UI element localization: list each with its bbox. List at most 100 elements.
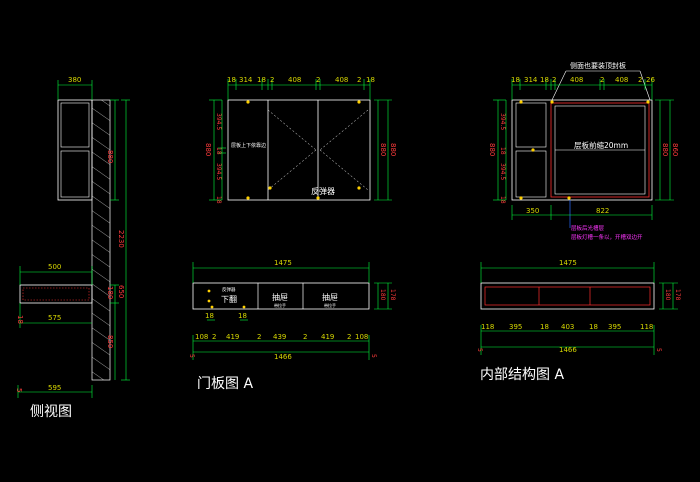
internal-lower-dim-lines — [480, 262, 678, 355]
side-dim-total-height: 2230 — [117, 230, 125, 248]
internal-dim-left-1: 394.5 — [499, 113, 506, 130]
door-lower-edge-right: 5 — [370, 354, 377, 358]
door-lower-dim-9: 108 — [355, 333, 368, 341]
door-upper-cabinet — [227, 99, 371, 201]
door-dim-top-1: 18 — [227, 76, 236, 84]
internal-left-upper-cell — [515, 102, 547, 148]
door-top-dims: 18 314 18 2 408 2 408 2 18 — [227, 76, 375, 84]
side-dim-top-width: 380 — [68, 76, 81, 84]
internal-upper-cabinet — [511, 99, 653, 201]
internal-lower-right-dim-2: 178 — [674, 289, 681, 301]
door-lower-bottom-dims: 108 2 419 2 439 2 419 2 108 — [195, 333, 368, 341]
door-drawer-2-label: 抽屉 — [322, 292, 338, 302]
door-dim-left-1: 394.5 — [215, 113, 222, 130]
wall-hatch — [91, 99, 111, 381]
internal-shelf-label: 层板前缩20mm — [574, 140, 628, 150]
door-dim-top-7: 408 — [335, 76, 348, 84]
door-lower-dim-4: 2 — [257, 333, 261, 341]
door-lower-dim-1: 108 — [195, 333, 208, 341]
internal-lower-dim-7: 118 — [640, 323, 653, 331]
internal-dim-right-total: 880 — [661, 143, 669, 156]
side-dim-base-depth: 595 — [48, 384, 61, 392]
door-view-title: 门板图 A — [197, 376, 253, 392]
door-lower-small-dim-2: 18 — [238, 312, 247, 320]
internal-dim-top-1: 18 — [511, 76, 520, 84]
door-dim-left-3: 394.5 — [215, 163, 222, 180]
side-counter-panel — [22, 287, 90, 301]
internal-lower-total-dim: 1466 — [559, 346, 577, 354]
door-dim-left-2: 18 — [215, 147, 222, 155]
internal-note-bottom-1: 层板后光槽层 — [571, 224, 605, 232]
door-dim-left-4: 18 — [215, 196, 222, 204]
internal-lower-dim-4: 403 — [561, 323, 574, 331]
internal-dim-lines — [493, 79, 674, 220]
internal-note-top: 侧面也要装顶封板 — [570, 61, 626, 70]
internal-lower-frame — [484, 286, 651, 306]
internal-left-dims: 394.5 18 394.5 18 880 880 860 — [488, 113, 679, 204]
internal-dim-top-8: 2 — [638, 76, 642, 84]
door-dim-top-3: 18 — [257, 76, 266, 84]
side-dim-shelf-depth: 500 — [48, 263, 61, 271]
internal-markers — [519, 100, 650, 200]
door-lower-right-dim-1: 180 — [379, 289, 386, 301]
door-dim-right-side: 880 — [389, 143, 397, 156]
internal-lower-dim-1: 118 — [481, 323, 494, 331]
door-lower-markers — [207, 289, 246, 309]
door-dim-top-2: 314 — [239, 76, 253, 84]
door-left-dims: 394.5 18 394.5 18 880 880 880 — [204, 113, 397, 204]
door-open-lines — [267, 109, 369, 191]
door-lower-cabinet — [192, 282, 370, 310]
side-upper-cabinet — [57, 99, 93, 201]
internal-dim-top-5: 408 — [570, 76, 583, 84]
internal-dim-left-total: 880 — [488, 143, 496, 156]
door-lower-right-dim-2: 178 — [389, 289, 396, 301]
side-dim-upper-height: 880 — [106, 150, 114, 163]
internal-note-bottom-2: 层板灯槽一条以，开槽双边开 — [571, 233, 643, 241]
side-upper-shelf-top — [60, 102, 90, 148]
internal-view-title: 内部结构图 A — [480, 367, 564, 383]
internal-dim-top-3: 18 — [540, 76, 549, 84]
side-dim-lines — [17, 80, 130, 398]
internal-lower-cabinet — [480, 282, 655, 310]
internal-dim-left-3: 394.5 — [499, 163, 506, 180]
side-dim-bottom-height: 850 — [106, 335, 114, 348]
internal-dim-left-2: 18 — [499, 147, 506, 155]
door-lower-top-dim: 1475 — [274, 259, 292, 267]
internal-lower-dim-5: 18 — [589, 323, 598, 331]
side-counter — [19, 284, 93, 304]
door-drawer-left-sub: 下翻 — [221, 295, 237, 304]
side-view-title: 侧视图 — [30, 404, 72, 420]
side-dim-base-offset: 5 — [15, 388, 23, 392]
door-dim-top-6: 2 — [316, 76, 320, 84]
internal-dim-right-side: 860 — [671, 143, 679, 156]
door-lower-total-dim: 1466 — [274, 353, 292, 361]
side-dim-shelf-inner: 575 — [48, 314, 61, 322]
side-dim-mid-gap: 650 — [117, 285, 125, 298]
internal-lower-dim-6: 395 — [608, 323, 621, 331]
door-drawer-2-sub: 带拉手 — [324, 302, 336, 308]
door-lower-dim-3: 419 — [226, 333, 239, 341]
door-dim-left-total: 880 — [204, 143, 212, 156]
internal-dim-top-2: 314 — [524, 76, 538, 84]
internal-dim-top-9: 26 — [646, 76, 655, 84]
side-upper-shelf-bottom — [60, 150, 90, 198]
door-dim-top-5: 408 — [288, 76, 301, 84]
internal-lower-top-dim: 1475 — [559, 259, 577, 267]
door-left-note: 层板上下依靠边 — [231, 142, 266, 149]
door-lower-dim-8: 2 — [347, 333, 351, 341]
side-view: 380 880 2230 500 180 650 575 18 850 595 … — [15, 76, 130, 420]
door-lower-dim-6: 2 — [303, 333, 307, 341]
door-mirror-label: 反弹器 — [311, 186, 335, 196]
door-lower-dim-lines — [192, 262, 392, 360]
door-dim-top-9: 18 — [366, 76, 375, 84]
door-hinge-markers — [246, 100, 361, 200]
internal-dim-bottom-2: 822 — [596, 207, 609, 215]
side-dim-shelf-height: 180 — [106, 286, 114, 299]
internal-lower-edge-right: 5 — [655, 348, 662, 352]
door-lower-edge-left: 5 — [188, 354, 195, 358]
door-lower-dim-5: 439 — [273, 333, 286, 341]
internal-lower-edge-left: 5 — [476, 348, 483, 352]
internal-lower-bottom-dims: 118 395 18 403 18 395 118 — [481, 323, 653, 331]
internal-dim-top-4: 2 — [552, 76, 556, 84]
